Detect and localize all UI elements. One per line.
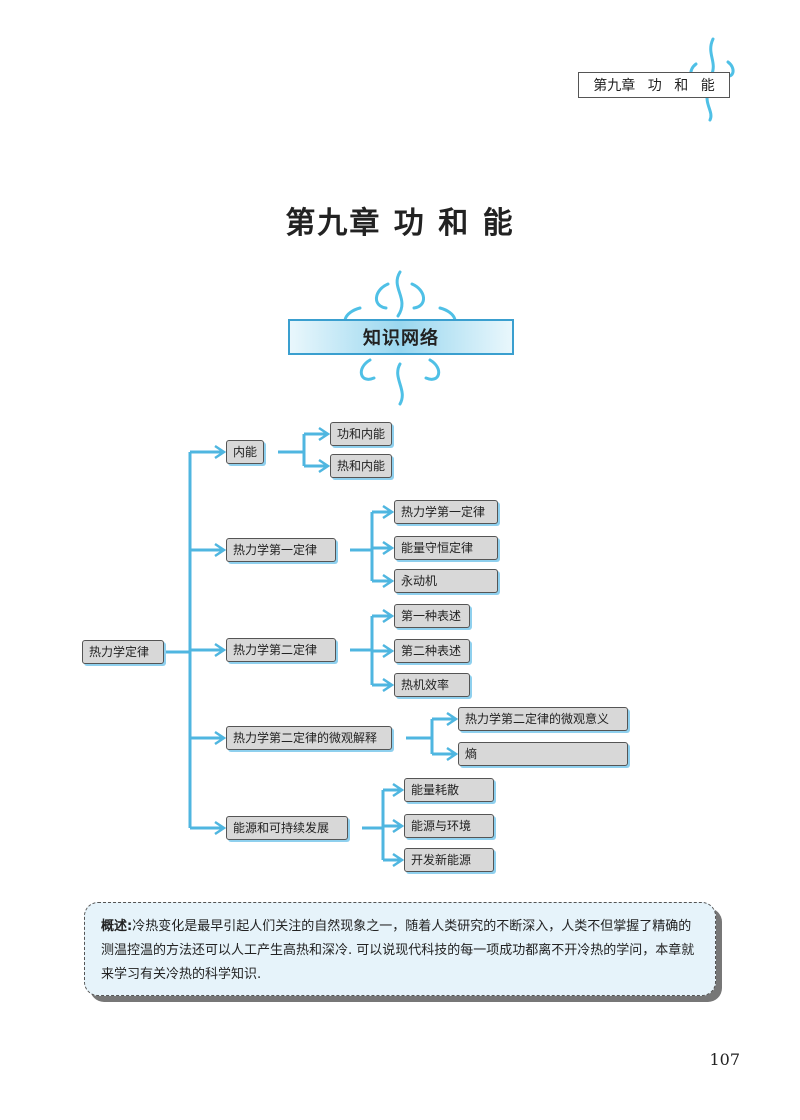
swirl-ornament-icon xyxy=(343,270,457,406)
chapter-title: 第九章 功 和 能 xyxy=(285,206,515,241)
map-leaf-node: 热力学第一定律 xyxy=(394,500,498,524)
map-branch-node: 内能 xyxy=(226,440,265,464)
section-title: 知识网络 xyxy=(363,328,439,349)
connector-arrow-icon xyxy=(382,643,395,659)
header-tab-chapter: 第九章 xyxy=(593,78,636,94)
map-leaf-node: 能源与环境 xyxy=(404,814,494,838)
summary-text: 冷热变化是最早引起人们关注的自然现象之一，随着人类研究的不断深入，人类不但掌握了… xyxy=(101,919,695,982)
connector-arrow-icon xyxy=(382,504,395,520)
map-branch-node: 热力学第二定律 xyxy=(226,638,336,662)
map-leaf-node: 开发新能源 xyxy=(404,848,494,872)
map-leaf-node: 功和内能 xyxy=(330,422,393,446)
connector-arrow-icon xyxy=(214,444,227,460)
connector-arrow-icon xyxy=(382,573,395,589)
map-root-node: 热力学定律 xyxy=(82,640,164,664)
map-leaf-node: 第二种表述 xyxy=(394,639,470,663)
chapter-header-tab: 第九章 功 和 能 xyxy=(578,72,730,98)
map-leaf-node: 熵 xyxy=(458,742,628,766)
connector-arrow-icon xyxy=(392,818,405,834)
connector-arrow-icon xyxy=(382,677,395,693)
connector-arrow-icon xyxy=(214,542,227,558)
connector-arrow-icon xyxy=(446,711,459,727)
map-leaf-node: 永动机 xyxy=(394,569,498,593)
map-leaf-node: 热和内能 xyxy=(330,454,393,478)
map-leaf-node: 热力学第二定律的微观意义 xyxy=(458,707,628,731)
connector-arrow-icon xyxy=(382,608,395,624)
connector-arrow-icon xyxy=(318,458,331,474)
header-tab-word-1: 功 xyxy=(647,78,662,94)
map-branch-node: 能源和可持续发展 xyxy=(226,816,348,840)
connector-arrow-icon xyxy=(318,426,331,442)
connector-arrow-icon xyxy=(214,730,227,746)
connector-arrow-icon xyxy=(392,782,405,798)
map-leaf-node: 热机效率 xyxy=(394,673,470,697)
summary-box: 概述:冷热变化是最早引起人们关注的自然现象之一，随着人类研究的不断深入，人类不但… xyxy=(84,902,716,996)
connector-arrow-icon xyxy=(214,642,227,658)
section-banner: 知识网络 xyxy=(288,319,514,355)
map-leaf-node: 能量耗散 xyxy=(404,778,494,802)
connector-arrow-icon xyxy=(382,540,395,556)
connector-arrow-icon xyxy=(214,820,227,836)
summary-label: 概述: xyxy=(101,919,133,934)
map-branch-node: 热力学第二定律的微观解释 xyxy=(226,726,392,750)
map-leaf-node: 第一种表述 xyxy=(394,604,470,628)
map-leaf-node: 能量守恒定律 xyxy=(394,536,498,560)
connector-arrow-icon xyxy=(392,852,405,868)
connector-arrow-icon xyxy=(446,746,459,762)
header-tab-word-3: 能 xyxy=(700,78,715,94)
map-branch-node: 热力学第一定律 xyxy=(226,538,336,562)
header-tab-word-2: 和 xyxy=(674,78,689,94)
page-number: 107 xyxy=(709,1050,740,1069)
